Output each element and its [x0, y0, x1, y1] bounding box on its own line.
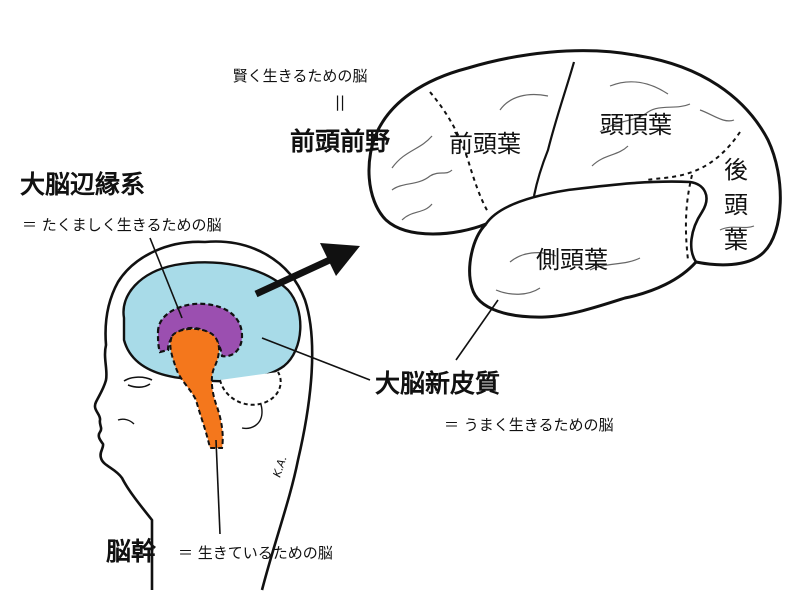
pointer-arrow: [256, 243, 360, 294]
brainstem-desc: ＝ 生きているための脳: [178, 544, 333, 562]
cortex-desc: ＝ うまく生きるための脳: [444, 416, 613, 434]
parietal-lobe-label: 頭頂葉: [600, 111, 672, 139]
prefrontal-eq: ||: [335, 93, 345, 111]
lateral-brain-outline: [369, 51, 780, 317]
lateral-brain: [369, 51, 780, 317]
nose-line: [118, 419, 134, 424]
cortex-title: 大脳新皮質: [375, 369, 500, 398]
brainstem-region: [170, 329, 222, 448]
limbic-desc: ＝ たくましく生きるための脳: [22, 216, 221, 234]
temporal-lobe-label: 側頭葉: [536, 246, 608, 274]
cortex-leader-line-lateral: [456, 300, 498, 360]
brainstem-title: 脳幹: [106, 537, 157, 566]
occipital-lobe-label-1: 後: [724, 156, 748, 184]
limbic-title: 大脳辺縁系: [20, 170, 145, 199]
prefrontal-title: 前頭前野: [290, 127, 390, 156]
occipital-lobe-label-3: 葉: [724, 226, 748, 254]
brainstem-leader-line: [216, 440, 220, 534]
frontal-lobe-label: 前頭葉: [449, 130, 521, 158]
prefrontal-desc: 賢く生きるための脳: [233, 67, 368, 85]
eye: [124, 377, 152, 387]
artist-signature: K.A.: [270, 454, 289, 479]
occipital-lobe-label-2: 頭: [724, 191, 748, 219]
